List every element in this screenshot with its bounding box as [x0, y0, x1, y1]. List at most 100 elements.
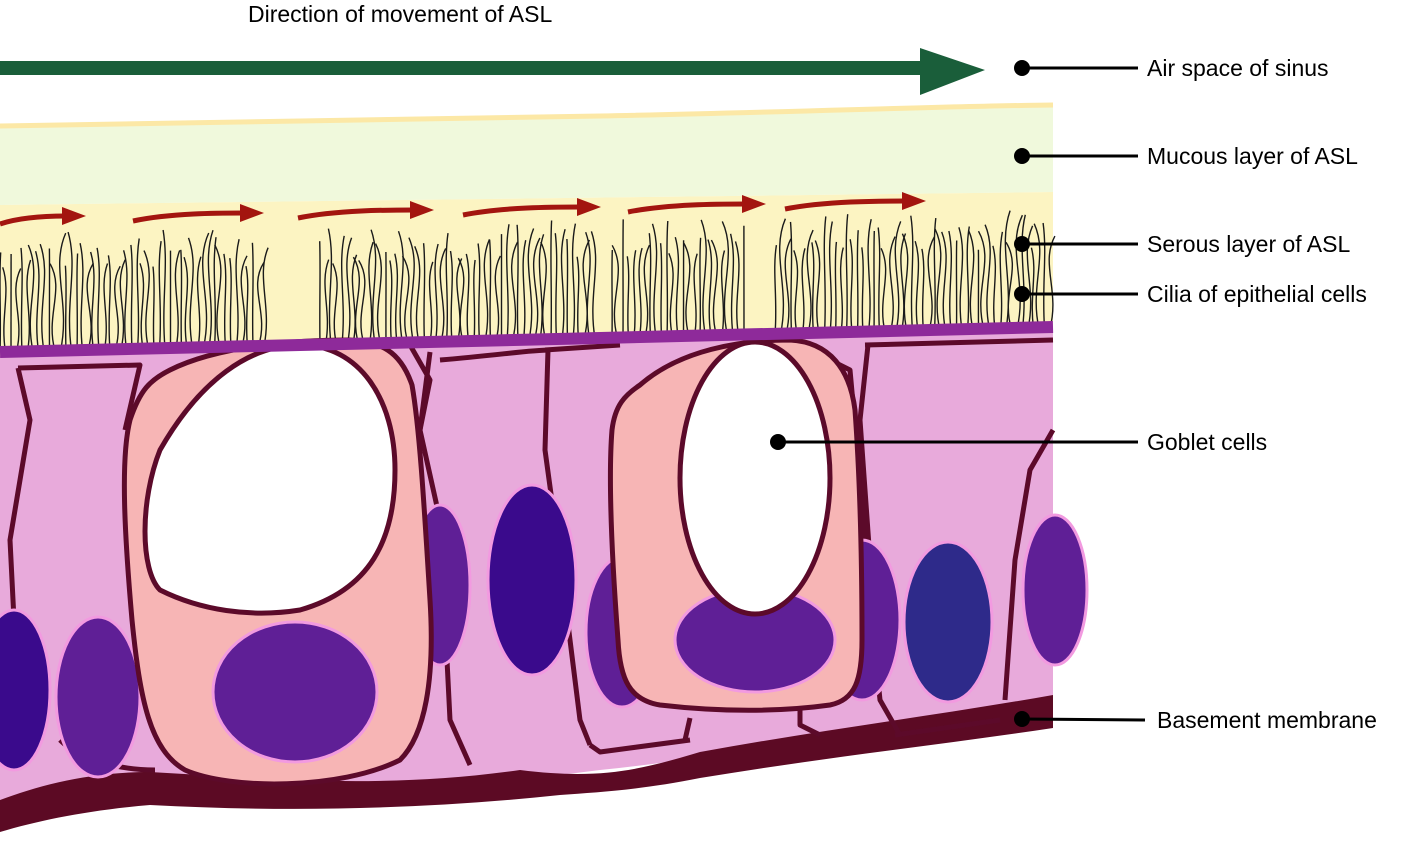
cilia-motion-arrows: [0, 192, 926, 227]
cilium: [651, 223, 658, 338]
cilium: [638, 247, 643, 338]
cilium: [814, 240, 821, 334]
cilia-arrow-head: [62, 207, 86, 225]
cilium: [941, 231, 947, 331]
cilium: [20, 247, 23, 352]
cilium: [96, 247, 100, 350]
cilia-arrow-head: [902, 192, 926, 210]
cilium: [139, 263, 145, 349]
cilium: [456, 258, 463, 342]
cilium: [1030, 247, 1035, 329]
cilium: [346, 237, 353, 345]
cilium: [576, 256, 580, 339]
cilium: [532, 237, 541, 340]
cilium: [183, 256, 189, 348]
cilium: [516, 224, 519, 341]
cilia-arrow-shaft: [462, 204, 582, 218]
cilium: [324, 259, 330, 345]
cilium: [522, 240, 527, 341]
cilium: [992, 245, 997, 330]
cilium: [699, 237, 702, 337]
label-mucous-layer: Mucous layer of ASL: [1147, 143, 1358, 169]
cilium: [457, 257, 465, 342]
label-serous-layer: Serous layer of ASL: [1147, 231, 1350, 257]
cilia-arrow-head: [240, 204, 264, 222]
cilium: [162, 229, 167, 349]
cilium: [510, 241, 519, 341]
mucous-layer: [0, 105, 1053, 205]
cilium: [340, 235, 345, 345]
cilium: [114, 265, 121, 350]
nucleus: [0, 608, 52, 772]
cilium: [26, 259, 32, 352]
cilium: [202, 232, 210, 348]
cilium: [626, 256, 630, 338]
cilium: [823, 216, 827, 334]
cilium: [136, 238, 140, 349]
cilium: [394, 253, 399, 344]
cilium: [1005, 241, 1014, 330]
cilium: [582, 239, 591, 339]
cilium: [1026, 225, 1034, 329]
cilium: [422, 243, 426, 343]
cilium: [79, 243, 84, 351]
cilium: [659, 243, 663, 337]
cilium: [693, 253, 698, 337]
cilium: [64, 265, 67, 351]
cilium: [914, 240, 920, 332]
cilium: [251, 242, 254, 347]
cilium: [880, 248, 887, 332]
cilium: [894, 221, 902, 332]
cilium: [76, 253, 79, 351]
cilium: [122, 250, 128, 350]
cilium: [999, 231, 1004, 330]
cilium: [789, 221, 793, 335]
cilium: [256, 262, 265, 347]
cilium: [152, 266, 155, 349]
cilium: [721, 221, 729, 336]
cilium: [527, 228, 535, 341]
cilium: [889, 236, 896, 332]
cilium: [245, 265, 249, 347]
cilium: [927, 236, 935, 331]
cilium: [214, 244, 222, 348]
cilia-arrow-head: [410, 201, 434, 219]
cilium: [806, 229, 814, 334]
cilium: [845, 214, 849, 333]
cilium: [86, 262, 94, 351]
cilium: [158, 240, 162, 349]
cilium: [119, 259, 126, 350]
cilium: [793, 250, 799, 334]
cilium: [560, 229, 566, 340]
cilium: [666, 220, 669, 337]
cilium: [187, 237, 194, 348]
cilium: [107, 255, 111, 350]
cilium: [180, 249, 183, 348]
cilium: [27, 244, 35, 352]
cilium: [966, 226, 970, 330]
cilium: [877, 227, 881, 333]
cilium: [389, 260, 393, 344]
cilium: [434, 243, 439, 343]
cilium: [910, 215, 914, 332]
cilium: [103, 263, 109, 350]
cilium: [867, 219, 872, 333]
cilium: [473, 259, 476, 342]
apical-membrane: [0, 321, 1054, 358]
cilium: [1033, 223, 1041, 329]
cilium: [921, 248, 925, 332]
cilium: [611, 244, 620, 339]
cilium: [1042, 222, 1046, 329]
cilium: [465, 253, 470, 342]
cilium: [207, 229, 214, 348]
cilium: [700, 219, 707, 337]
label-goblet-cells: Goblet cells: [1147, 429, 1267, 455]
cilium: [196, 256, 202, 348]
goblet-cell: [607, 337, 865, 713]
goblet-cell: [121, 337, 434, 787]
cilium: [710, 239, 719, 336]
cilium: [900, 233, 907, 332]
cilium: [811, 242, 815, 334]
cilium: [235, 239, 240, 347]
